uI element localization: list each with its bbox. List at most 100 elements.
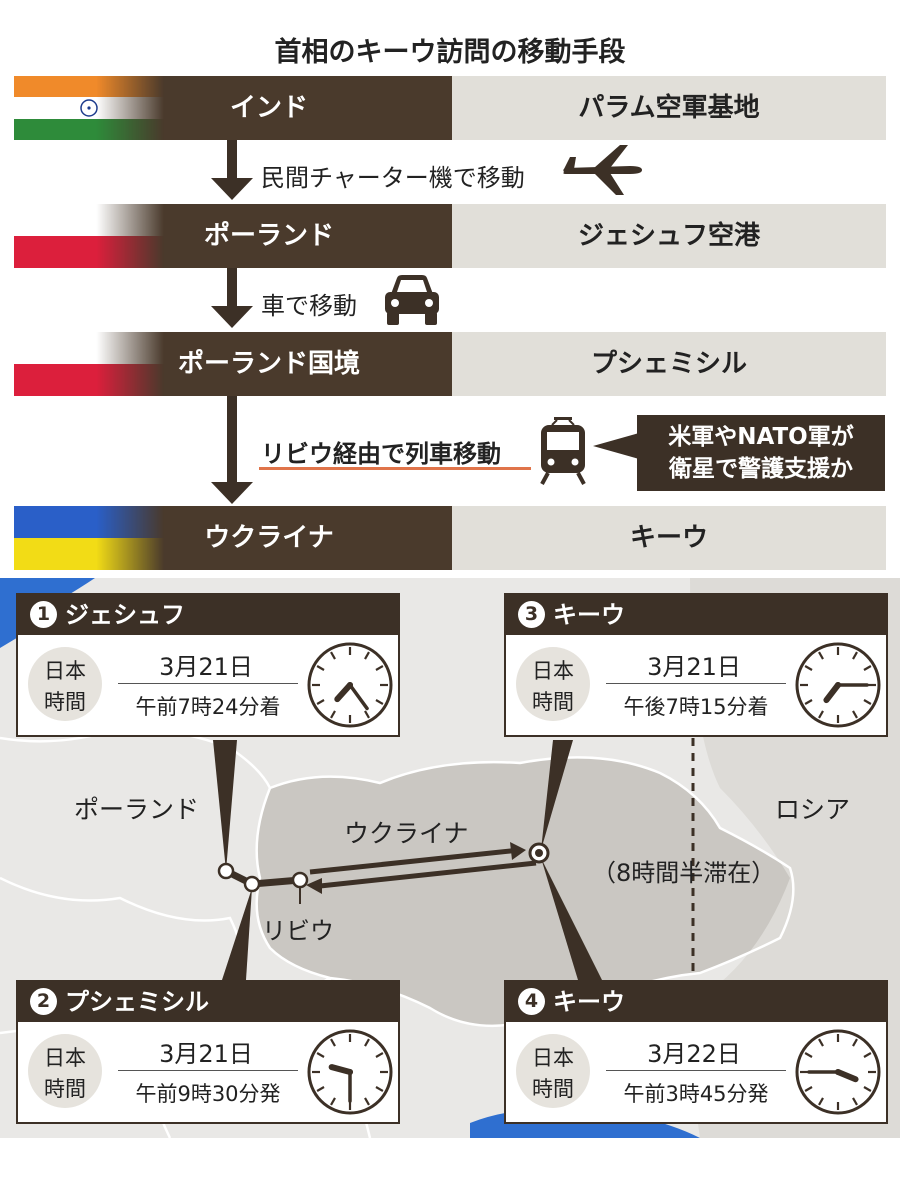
clock-tick: [818, 651, 824, 660]
card-time: 午前7時24分着: [135, 695, 281, 719]
flow-arrow-shaft: [227, 396, 237, 484]
label-lviv: リビウ: [262, 917, 334, 945]
card-divider: [118, 683, 298, 684]
card-header: [18, 595, 398, 635]
country-label: ポーランド: [203, 221, 334, 251]
flow-arrow-shaft: [227, 268, 237, 308]
clock-tick: [316, 1052, 325, 1058]
flow-arrow-head: [211, 178, 253, 200]
card-date: 3月22日: [647, 1040, 741, 1068]
card-city: キーウ: [553, 988, 625, 1016]
clock-tick: [852, 710, 858, 719]
label-stay-duration: （8時間半滞在）: [592, 859, 776, 887]
step-number: 1: [30, 601, 57, 628]
place-label: パラム空軍基地: [578, 93, 760, 123]
clock-hour-hand: [835, 1069, 859, 1083]
clock-icon: [795, 1029, 881, 1115]
card-header: [506, 595, 886, 635]
card-divider: [606, 1070, 786, 1071]
clock-tick: [316, 1086, 325, 1092]
clock-tick: [852, 1038, 858, 1047]
card-city: キーウ: [553, 601, 625, 629]
clock-tick: [364, 1038, 370, 1047]
clock-tick: [852, 651, 858, 660]
clock-tick: [330, 651, 336, 660]
route-underline: [259, 467, 531, 470]
clock-center: [347, 1069, 353, 1075]
clock-tick: [818, 1097, 824, 1106]
jst-badge: [28, 1034, 102, 1108]
clock-tick: [818, 710, 824, 719]
jst-badge: [516, 647, 590, 721]
country-label: ポーランド国境: [177, 349, 360, 379]
country-label: ウクライナ: [204, 523, 334, 553]
clock-tick: [804, 1086, 813, 1092]
card-time: 午前3時45分発: [623, 1082, 769, 1106]
jst-badge: [28, 647, 102, 721]
label-poland: ポーランド: [74, 795, 200, 824]
card-time: 午後7時15分着: [623, 695, 769, 719]
clock-tick: [804, 1052, 813, 1058]
car-icon: [385, 275, 439, 325]
jst-badge-line1: 日本: [44, 659, 86, 683]
poland-flag-icon: [14, 332, 164, 396]
step-number: 4: [518, 988, 545, 1015]
place-cell: [452, 332, 886, 396]
step-number: 2: [30, 988, 57, 1015]
clock-icon: [795, 642, 881, 728]
clock-hour-hand: [823, 682, 841, 704]
card-time: 午前9時30分発: [135, 1082, 281, 1106]
clock-tick: [375, 665, 384, 671]
flow-arrow-head: [211, 306, 253, 328]
timeline-card: 1 ジェシュフ 日本 時間 3月21日 午前7時24分着: [16, 593, 400, 737]
jst-badge-line2: 時間: [532, 690, 574, 714]
card-date: 3月21日: [159, 1040, 253, 1068]
page-title: 首相のキーウ訪問の移動手段: [274, 37, 626, 68]
clock-tick: [375, 699, 384, 705]
timeline-card: 3 キーウ 日本 時間 3月21日 午後7時15分着: [504, 593, 888, 737]
place-cell: [452, 204, 886, 268]
jst-badge-line1: 日本: [532, 659, 574, 683]
clock-hour-hand: [334, 682, 353, 703]
place-label: プシェミシル: [590, 349, 747, 379]
clock-tick: [375, 1086, 384, 1092]
flow-arrow-shaft: [227, 140, 237, 180]
clock-tick: [863, 699, 872, 705]
timeline-card: 4 キーウ 日本 時間 3月22日 午前3時45分発: [504, 980, 888, 1124]
clock-tick: [330, 1038, 336, 1047]
ukraine-flag-icon: [14, 506, 164, 570]
transport-train-label: リビウ経由で列車移動: [261, 440, 501, 468]
clock-tick: [804, 699, 813, 705]
clock-tick: [330, 1097, 336, 1106]
clock-icon: [307, 1029, 393, 1115]
timeline-card: 2 プシェミシル 日本 時間 3月21日 午前9時30分発: [16, 980, 400, 1124]
clock-tick: [375, 1052, 384, 1058]
jst-badge-line1: 日本: [44, 1046, 86, 1070]
jst-badge-line1: 日本: [532, 1046, 574, 1070]
clock-tick: [818, 1038, 824, 1047]
clock-icon: [307, 642, 393, 728]
clock-center: [835, 1069, 841, 1075]
clock-center: [347, 682, 353, 688]
clock-hour-hand: [328, 1064, 353, 1075]
note-line-1: 米軍やNATO軍が: [668, 424, 854, 450]
card-date: 3月21日: [647, 653, 741, 681]
row-poland-border: ポーランド国境 プシェミシル: [14, 332, 886, 396]
clock-tick: [316, 699, 325, 705]
train-icon: [540, 417, 586, 485]
label-russia: ロシア: [775, 795, 851, 824]
clock-tick: [316, 665, 325, 671]
route-map: ポーランド ウクライナ ロシア リビウ （8時間半滞在） 1 ジェシュフ 日本 …: [0, 578, 900, 1138]
clock-minute-hand: [348, 683, 369, 711]
card-header: [18, 982, 398, 1022]
clock-tick: [863, 1052, 872, 1058]
country-label: インド: [229, 93, 308, 123]
card-city: ジェシュフ: [65, 601, 185, 629]
row-ukraine: ウクライナ キーウ: [14, 506, 886, 570]
card-header: [506, 982, 886, 1022]
airplane-icon: [563, 145, 642, 195]
satellite-note: 米軍やNATO軍が 衛星で警護支援か: [637, 415, 885, 491]
flow-arrow-head: [211, 482, 253, 504]
clock-tick: [863, 665, 872, 671]
card-divider: [118, 1070, 298, 1071]
